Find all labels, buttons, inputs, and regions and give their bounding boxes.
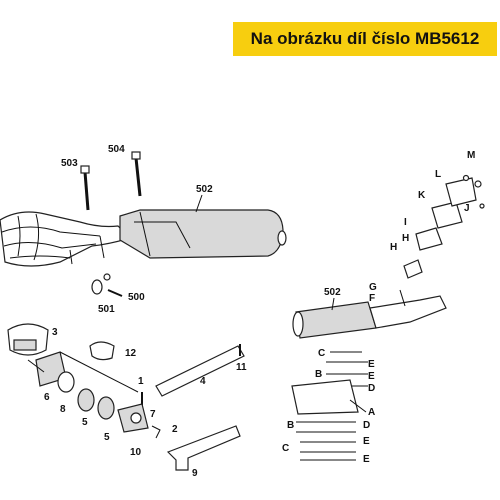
bolt-503 [80, 165, 90, 211]
label-M: M [467, 150, 475, 161]
label-C2: C [282, 443, 289, 454]
clamp-3 [7, 323, 49, 356]
label-500: 500 [128, 292, 145, 303]
label-J: J [464, 203, 470, 214]
clip-2 [151, 425, 161, 439]
ring-8 [57, 371, 75, 393]
washer-501 [91, 279, 103, 295]
label-E3: E [363, 436, 370, 447]
label-G: G [369, 282, 377, 293]
label-3: 3 [52, 327, 58, 338]
label-D: D [368, 383, 375, 394]
muffler-502-right [292, 289, 447, 339]
label-E2: E [368, 371, 375, 382]
bolt-set-right [291, 351, 368, 461]
label-E4: E [363, 454, 370, 465]
label-A: A [368, 407, 375, 418]
label-5: 5 [82, 417, 88, 428]
filter-5a [77, 388, 95, 412]
label-502: 502 [196, 184, 213, 195]
pipe-9 [166, 425, 241, 471]
label-501: 501 [98, 304, 115, 315]
label-I: I [404, 217, 407, 228]
label-11: 11 [236, 362, 247, 373]
label-5b: 5 [104, 432, 110, 443]
label-F: F [369, 293, 375, 304]
part-number-banner: Na obrázku díl číslo MB5612 [233, 22, 497, 56]
label-H: H [402, 233, 409, 244]
clamp-12 [89, 341, 115, 361]
exhaust-header-pipes [0, 211, 132, 267]
muffler-502 [119, 209, 287, 259]
label-1: 1 [138, 376, 144, 387]
label-12: 12 [125, 348, 137, 359]
label-504: 504 [108, 144, 125, 155]
bolt-500 [103, 273, 123, 297]
pipe-4 [155, 345, 245, 397]
label-H2: H [390, 242, 397, 253]
label-9: 9 [192, 468, 198, 479]
muffler-6 [35, 351, 139, 393]
label-2: 2 [172, 424, 178, 435]
muffler-7-10 [117, 403, 149, 433]
label-7: 7 [150, 409, 156, 420]
bracket-parts-H-M [403, 174, 485, 279]
label-B2: B [287, 420, 294, 431]
leader-lines [27, 194, 367, 413]
label-E: E [368, 359, 375, 370]
filter-5b [97, 396, 115, 420]
label-503: 503 [61, 158, 78, 169]
label-10: 10 [130, 447, 142, 458]
label-B: B [315, 369, 322, 380]
label-8: 8 [60, 404, 66, 415]
label-4: 4 [200, 376, 206, 387]
label-6: 6 [44, 392, 50, 403]
label-502-right: 502 [324, 287, 341, 298]
label-L: L [435, 169, 441, 180]
banner-text: Na obrázku díl číslo MB5612 [250, 29, 480, 48]
bolt-504 [131, 151, 142, 197]
label-K: K [418, 190, 426, 201]
label-C: C [318, 348, 325, 359]
label-D2: D [363, 420, 370, 431]
